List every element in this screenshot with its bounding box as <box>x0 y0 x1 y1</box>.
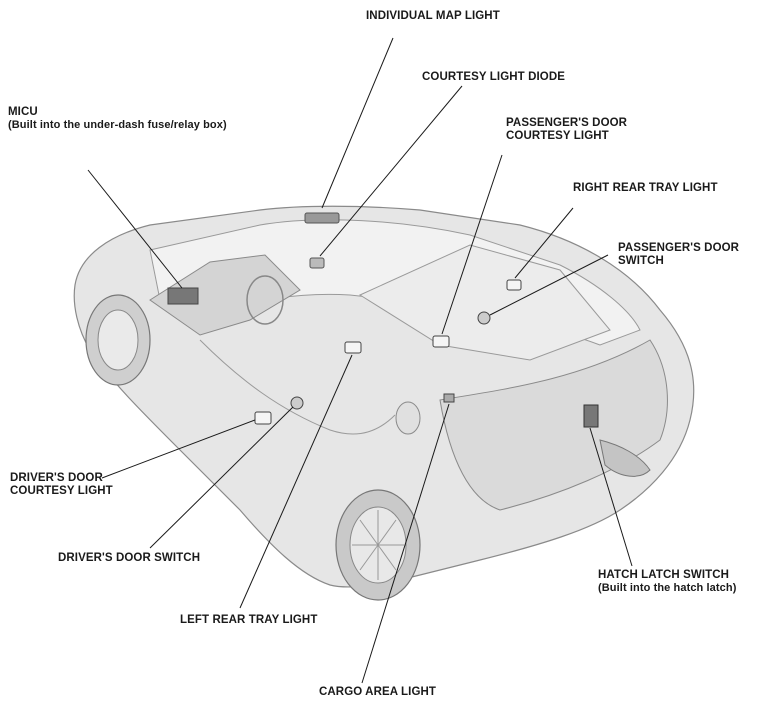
door-line <box>199 339 396 435</box>
steering-wheel <box>246 275 284 325</box>
label-cargo-area-light: CARGO AREA LIGHT <box>319 686 437 698</box>
label-left-rear-tray-light: LEFT REAR TRAY LIGHT <box>180 614 318 626</box>
label-driver-door-courtesy-light: DRIVER'S DOOR COURTESY LIGHT <box>10 472 113 497</box>
leader-right-rear-tray-light <box>514 207 574 279</box>
label-driver-door-switch: DRIVER'S DOOR SWITCH <box>58 552 201 564</box>
label-hatch-latch-switch: HATCH LATCH SWITCH (Built into the hatch… <box>598 569 737 594</box>
leader-left-rear-tray-light <box>239 354 353 609</box>
driver-door-switch-component <box>290 396 304 410</box>
leader-driver-door-switch <box>149 406 294 549</box>
label-courtesy-light-diode: COURTESY LIGHT DIODE <box>422 71 565 83</box>
driver-door-courtesy-light-component <box>254 411 272 425</box>
hatch-latch-switch-component <box>583 404 599 428</box>
leader-individual-map-light <box>321 37 394 209</box>
leader-driver-door-courtesy-light <box>101 419 256 479</box>
label-passenger-door-courtesy-light: PASSENGER'S DOOR COURTESY LIGHT <box>506 117 628 142</box>
taillight <box>599 439 651 477</box>
label-passenger-door-switch: PASSENGER'S DOOR SWITCH <box>618 242 740 267</box>
passenger-door-courtesy-light-component <box>432 335 450 348</box>
leader-cargo-area-light <box>361 403 450 684</box>
label-micu: MICU (Built into the under-dash fuse/rel… <box>8 106 227 131</box>
leader-micu <box>87 169 183 289</box>
leader-courtesy-light-diode <box>319 85 463 257</box>
individual-map-light-component <box>304 212 340 224</box>
passenger-door-switch-component <box>477 311 491 325</box>
leader-lines <box>87 37 633 684</box>
rear-wheel <box>335 489 421 601</box>
label-right-rear-tray-light: RIGHT REAR TRAY LIGHT <box>573 182 718 194</box>
label-individual-map-light: INDIVIDUAL MAP LIGHT <box>366 10 500 22</box>
right-rear-tray-light-component <box>506 279 522 291</box>
courtesy-light-diode-component <box>309 257 325 269</box>
cargo-area-light-component <box>443 393 455 403</box>
micu-component <box>167 287 199 305</box>
windshield <box>149 254 301 336</box>
left-rear-tray-light-component <box>344 341 362 354</box>
leader-hatch-latch-switch <box>589 427 633 567</box>
leader-passenger-door-switch <box>489 254 609 316</box>
front-wheel <box>85 294 151 386</box>
leader-passenger-door-courtesy-light <box>441 154 503 335</box>
fuel-door <box>395 401 421 435</box>
